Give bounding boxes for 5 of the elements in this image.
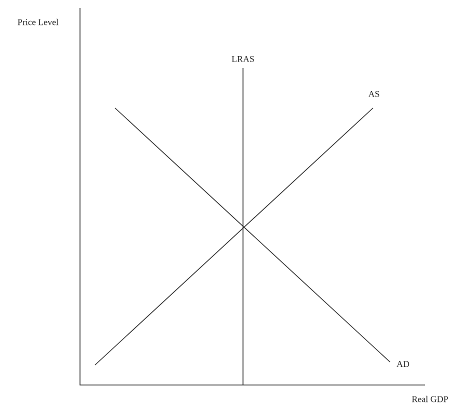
curve-label: LRAS xyxy=(232,56,254,62)
axis-label: Real GDP xyxy=(412,396,448,402)
curve-label: AD xyxy=(396,361,410,367)
curve-label: AS xyxy=(368,91,380,98)
axis-label: Price Level xyxy=(18,18,58,26)
